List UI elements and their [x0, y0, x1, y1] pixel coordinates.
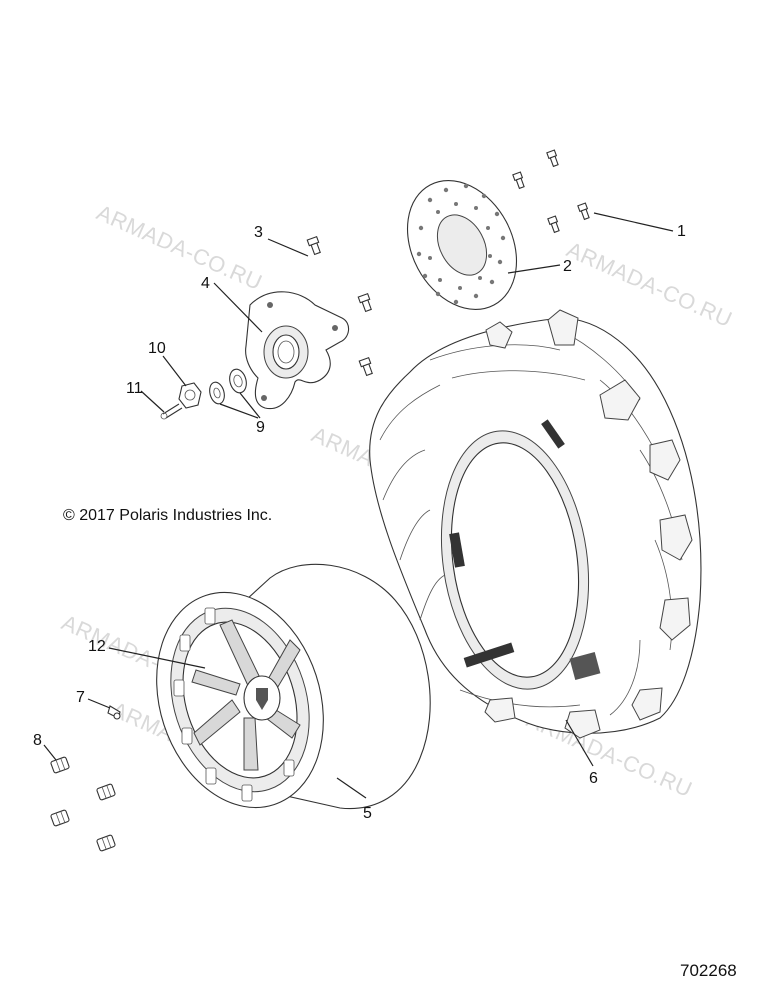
cotter-pin [160, 403, 183, 420]
callout-11: 11 [126, 380, 143, 397]
callout-2: 2 [563, 258, 572, 275]
callout-3: 3 [254, 224, 263, 241]
wheel-hub [245, 291, 350, 410]
copyright-notice: © 2017 Polaris Industries Inc. [63, 507, 272, 524]
callout-12: 12 [88, 638, 106, 655]
lug-nuts [50, 756, 116, 852]
hub-studs [306, 235, 373, 377]
castle-nut [178, 382, 202, 409]
tire [369, 309, 702, 739]
watermark-2: ARMADA-CO.RU [563, 237, 736, 332]
wheel-rim [156, 563, 431, 810]
callout-9: 9 [256, 419, 265, 436]
callout-1: 1 [677, 223, 686, 240]
callout-8: 8 [33, 732, 42, 749]
figure-number: 702268 [680, 961, 737, 980]
callout-4: 4 [201, 275, 210, 292]
brake-disc [406, 179, 518, 311]
callout-6: 6 [589, 770, 598, 787]
washers [209, 368, 247, 405]
watermark-1: ARMADA-CO.RU [93, 200, 266, 295]
brake-disc-bolts [512, 149, 590, 234]
callout-5: 5 [363, 805, 372, 822]
callout-7: 7 [76, 689, 85, 706]
valve-stem [107, 705, 121, 720]
callout-10: 10 [148, 340, 166, 357]
